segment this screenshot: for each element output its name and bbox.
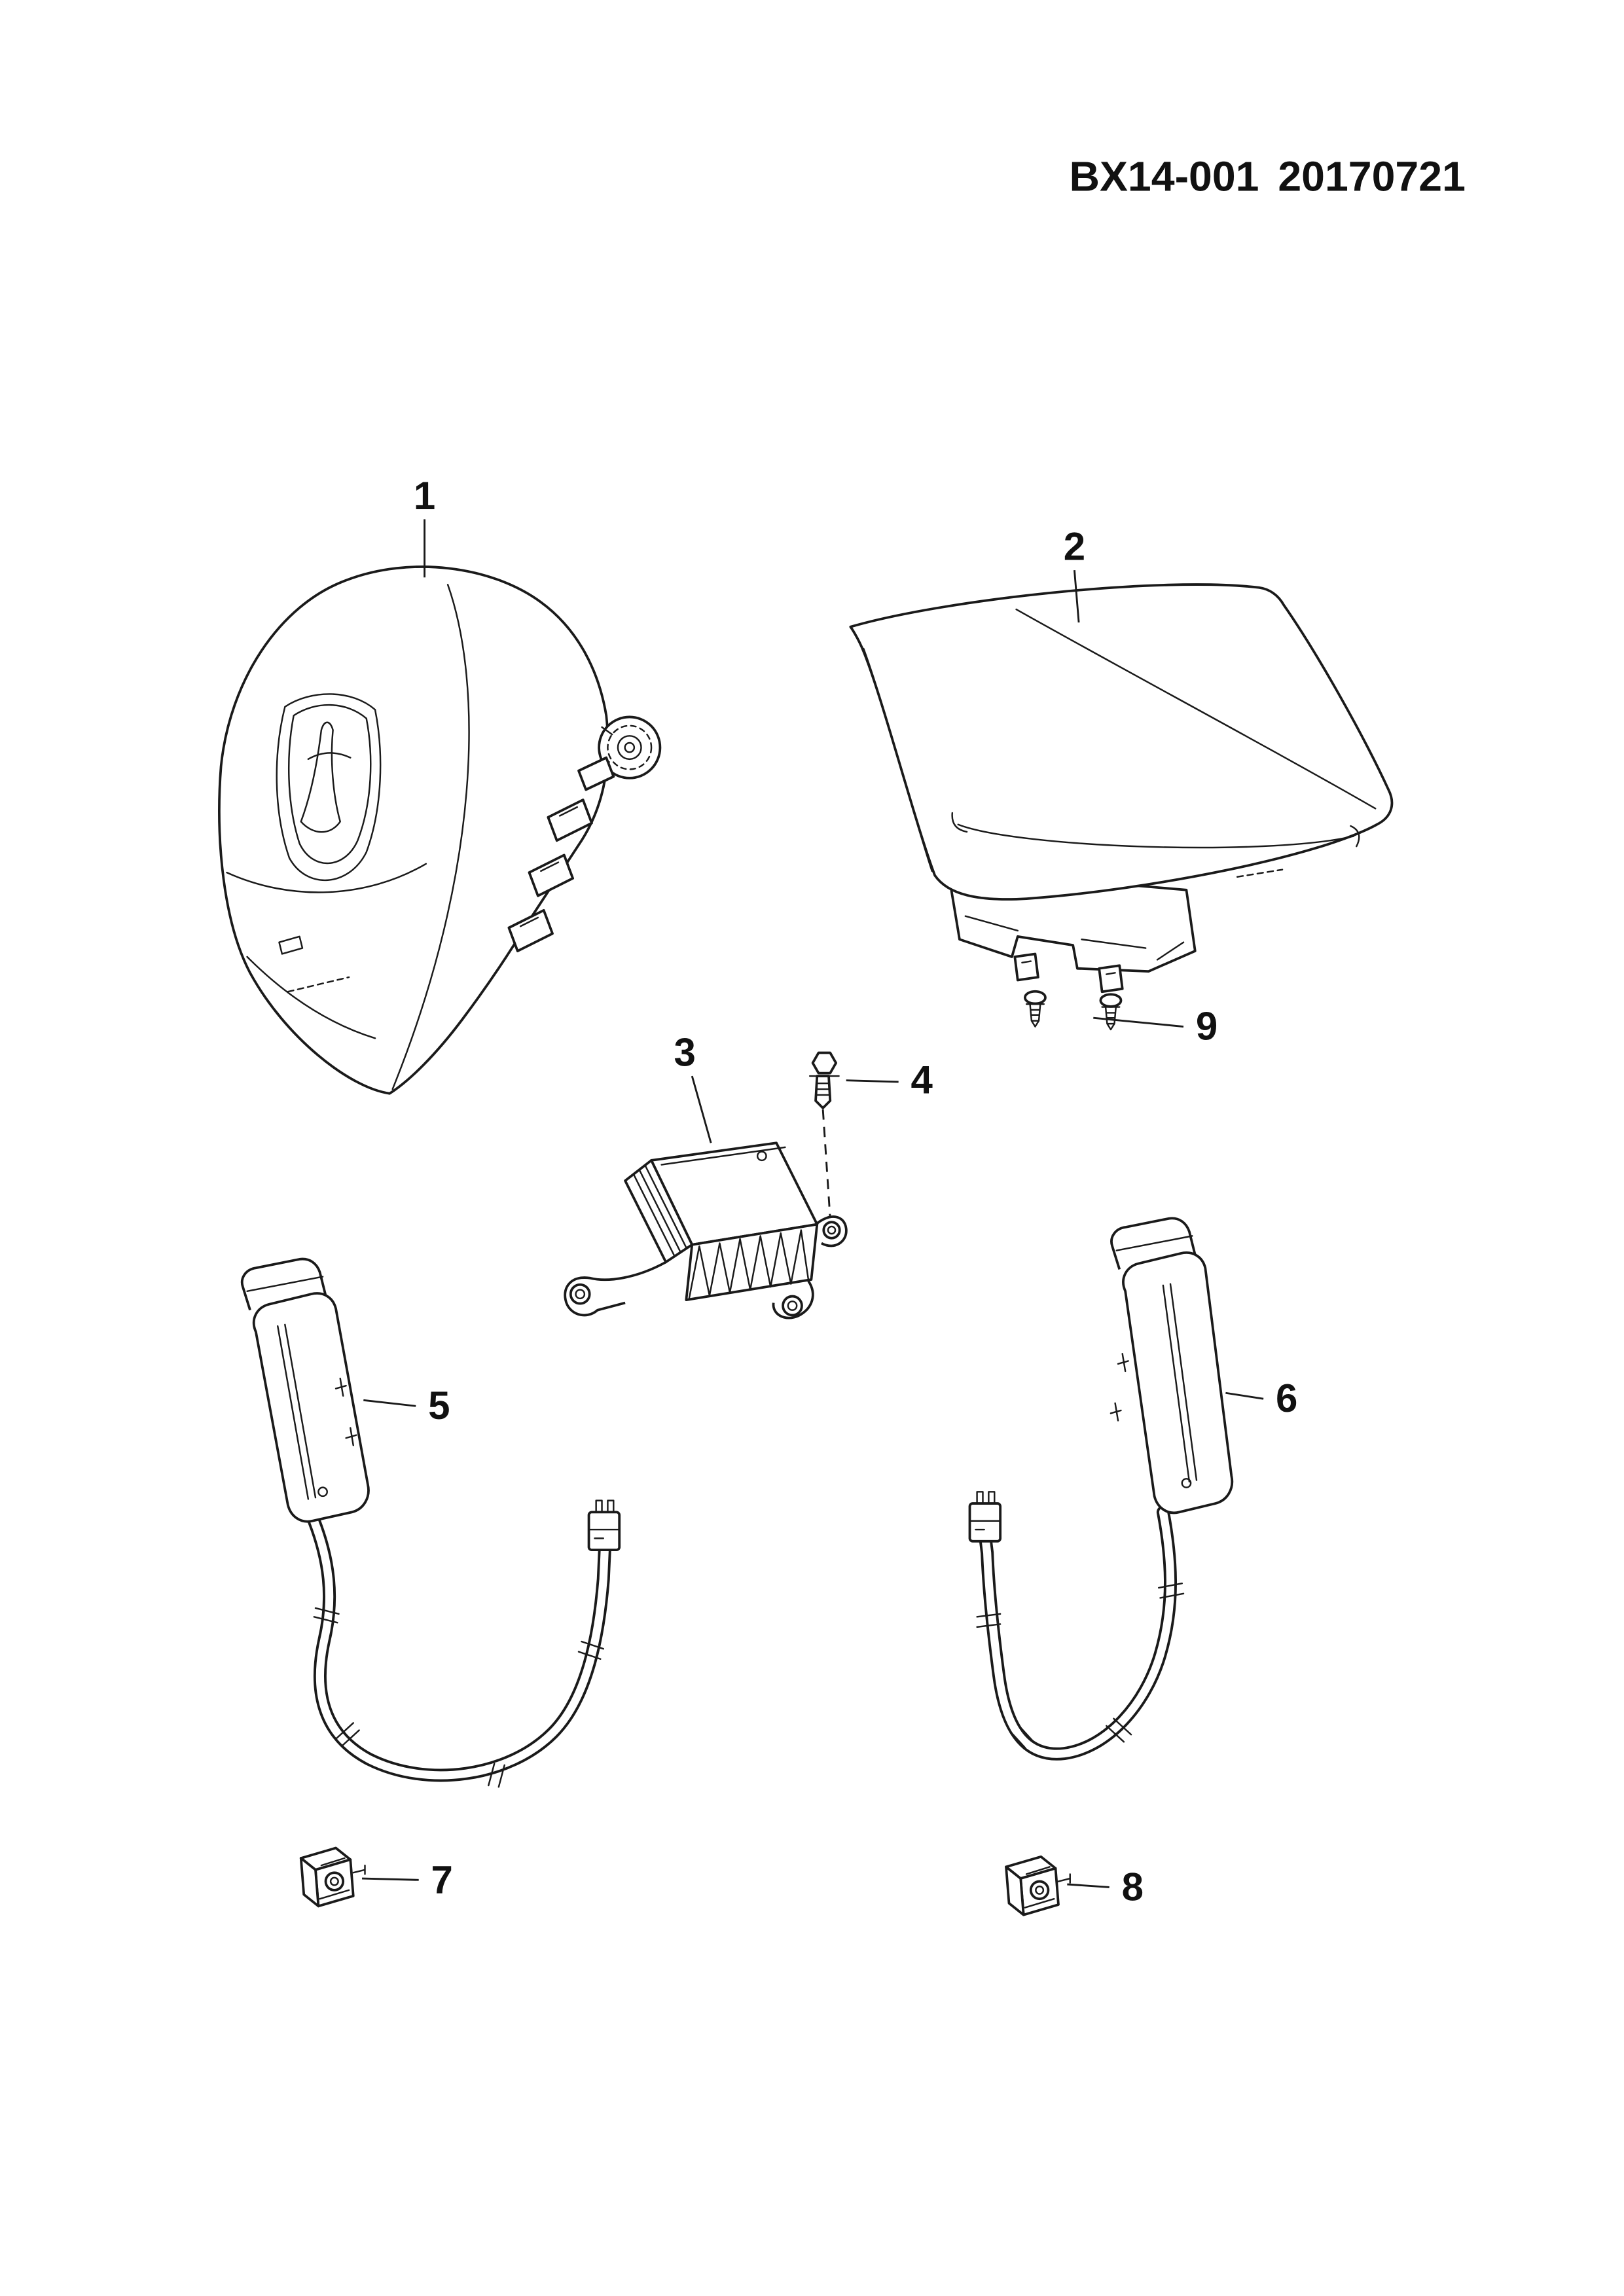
mounting-hook-tabs	[507, 756, 615, 952]
callout-7: 7	[362, 1857, 453, 1901]
callout-3: 3	[674, 1031, 712, 1143]
bolt-threads	[815, 1082, 831, 1096]
callouts: 1 2 3 4 5 6 7	[362, 474, 1297, 1909]
cable-connector	[587, 1499, 621, 1552]
inflator-studs	[1110, 1353, 1129, 1422]
bolt-head	[811, 1051, 838, 1075]
inflator-studs	[334, 1377, 357, 1446]
left-ear-hole	[569, 1283, 591, 1305]
part-mounting-bolt	[808, 1051, 840, 1109]
brand-emblem	[276, 693, 382, 881]
callout-6-label: 6	[1276, 1376, 1297, 1420]
bolt-alignment-line	[821, 1109, 831, 1219]
molded-markings	[278, 935, 350, 993]
callout-9: 9	[1093, 1005, 1218, 1049]
part-left-side-airbag	[240, 1257, 621, 1788]
callout-1: 1	[414, 474, 435, 578]
module-ribs	[688, 1229, 810, 1300]
passenger-airbag-body	[849, 583, 1394, 901]
callout-2: 2	[1064, 525, 1085, 623]
passenger-airbag-left-edge	[863, 647, 933, 872]
part-right-side-airbag	[968, 1217, 1234, 1761]
callout-3-label: 3	[674, 1031, 695, 1075]
callout-4: 4	[846, 1058, 933, 1102]
left-airbag-cable	[307, 1499, 621, 1788]
document-header: BX14-001 20170721	[1069, 152, 1465, 200]
module-left-ear	[564, 1261, 667, 1317]
clip-pin	[1057, 1873, 1071, 1884]
passenger-airbag-seam	[951, 812, 1360, 849]
cable-clips	[313, 1607, 604, 1788]
screw-left	[1024, 990, 1047, 1028]
driver-airbag-crease-2	[246, 956, 376, 1039]
callout-9-label: 9	[1196, 1005, 1218, 1049]
callout-8-label: 8	[1122, 1865, 1144, 1909]
module-connector	[624, 1158, 694, 1264]
driver-airbag-body	[218, 565, 609, 1095]
part-mounting-screws	[1024, 990, 1123, 1031]
part-passenger-airbag-module	[849, 583, 1394, 994]
part-right-connector-clip	[1005, 1855, 1071, 1916]
callout-5-label: 5	[428, 1384, 450, 1427]
document-date: 20170721	[1278, 152, 1466, 200]
document-code: BX14-001	[1069, 152, 1259, 200]
molded-marking	[1236, 869, 1284, 878]
cable-connector	[968, 1491, 1002, 1543]
part-airbag-control-module	[564, 1109, 848, 1319]
callout-2-label: 2	[1064, 525, 1085, 569]
clip-pin	[352, 1864, 366, 1875]
left-airbag-inflator	[240, 1257, 370, 1523]
callout-4-label: 4	[911, 1058, 933, 1102]
right-airbag-inflator	[1110, 1217, 1234, 1515]
right-airbag-cable	[968, 1491, 1185, 1761]
callout-6: 6	[1225, 1376, 1297, 1420]
callout-1-label: 1	[414, 474, 435, 518]
right-ear-hole	[782, 1295, 803, 1317]
cable-clips	[976, 1583, 1185, 1749]
clip-side	[1005, 1865, 1025, 1916]
driver-airbag-parting-line	[391, 584, 470, 1090]
passenger-airbag-fold-line	[1015, 608, 1377, 810]
bracket-hole	[822, 1221, 841, 1240]
driver-airbag-crease-1	[226, 863, 427, 893]
part-left-connector-clip	[299, 1846, 366, 1908]
part-driver-airbag-module	[218, 565, 662, 1095]
screw-right	[1099, 993, 1123, 1031]
callout-7-label: 7	[431, 1857, 453, 1901]
inflator-body	[1122, 1251, 1234, 1515]
callout-5: 5	[363, 1384, 450, 1427]
connector-pins	[633, 1165, 687, 1257]
bolt-shaft	[814, 1075, 832, 1109]
clip-side	[299, 1857, 320, 1908]
clock-spring-connector	[598, 715, 662, 780]
inflator-body	[252, 1292, 370, 1523]
callout-8: 8	[1067, 1865, 1144, 1909]
